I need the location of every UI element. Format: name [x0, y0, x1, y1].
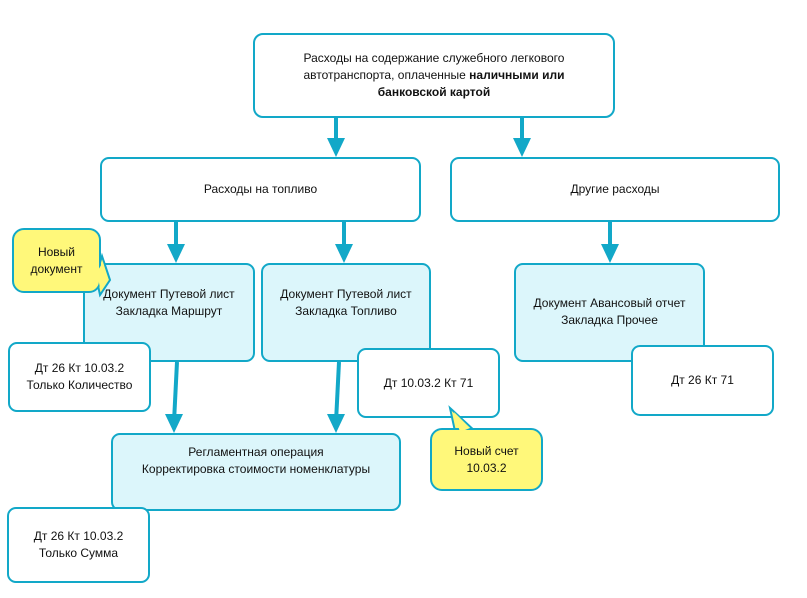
root-line-1: Расходы на содержание служебного легково… — [303, 51, 565, 65]
callout-new-account-label: Новый счет 10.03.2 — [454, 443, 519, 475]
other-expenses-label: Другие расходы — [570, 182, 660, 196]
entry-route-qty-node: Дт 26 Кт 10.03.2 Только Количество — [8, 342, 151, 412]
arrowhead-root-to-fuel — [327, 138, 345, 157]
arrowhead-waybill-fuel-to-adjustment — [327, 414, 345, 433]
root-line-3-bold: банковской картой — [377, 85, 491, 99]
waybill-fuel-label: Документ Путевой лист Закладка Топливо — [280, 286, 412, 318]
root-line-2-bold: наличными или — [469, 68, 565, 82]
arrowhead-other-to-advance — [601, 244, 619, 263]
root-line-2-normal: автотранспорта, оплаченные — [303, 68, 470, 82]
entry-fuel-label: Дт 10.03.2 Кт 71 — [383, 375, 474, 390]
arrow-waybill-route-to-adjustment — [172, 361, 179, 423]
entry-route-qty-label: Дт 26 Кт 10.03.2 Только Количество — [26, 361, 133, 392]
entry-adjust-sum-node: Дт 26 Кт 10.03.2 Только Сумма — [7, 507, 150, 583]
waybill-route-label: Документ Путевой лист Закладка Маршрут — [103, 286, 235, 318]
arrowhead-fuel-to-waybill-route — [167, 244, 185, 263]
root-node-text: Расходы на содержание служебного легково… — [303, 50, 564, 101]
arrowhead-fuel-to-waybill-fuel — [335, 244, 353, 263]
other-expenses-node: Другие расходы — [450, 157, 780, 222]
entry-other-node: Дт 26 Кт 71 — [631, 345, 774, 416]
arrowhead-root-to-other — [513, 138, 531, 157]
cost-adjustment-node: Регламентная операция Корректировка стои… — [111, 433, 401, 511]
cost-adjustment-label: Регламентная операция Корректировка стои… — [141, 445, 371, 476]
arrowhead-waybill-route-to-adjustment — [165, 414, 183, 433]
callout-new-account: Новый счет 10.03.2 — [430, 428, 543, 491]
waybill-fuel-node: Документ Путевой лист Закладка Топливо — [261, 263, 431, 362]
entry-fuel-node: Дт 10.03.2 Кт 71 — [357, 348, 500, 418]
callout-new-document-label: Новый документ — [30, 244, 83, 276]
fuel-expenses-node: Расходы на топливо — [100, 157, 421, 222]
entry-adjust-sum-label: Дт 26 Кт 10.03.2 Только Сумма — [33, 529, 124, 560]
callout-new-document: Новый документ — [12, 228, 101, 293]
root-node: Расходы на содержание служебного легково… — [253, 33, 615, 118]
entry-other-label: Дт 26 Кт 71 — [671, 373, 734, 387]
advance-report-label: Документ Авансовый отчет Закладка Прочее — [533, 295, 686, 327]
arrow-waybill-fuel-to-adjustment — [334, 361, 341, 423]
fuel-expenses-label: Расходы на топливо — [203, 182, 318, 196]
